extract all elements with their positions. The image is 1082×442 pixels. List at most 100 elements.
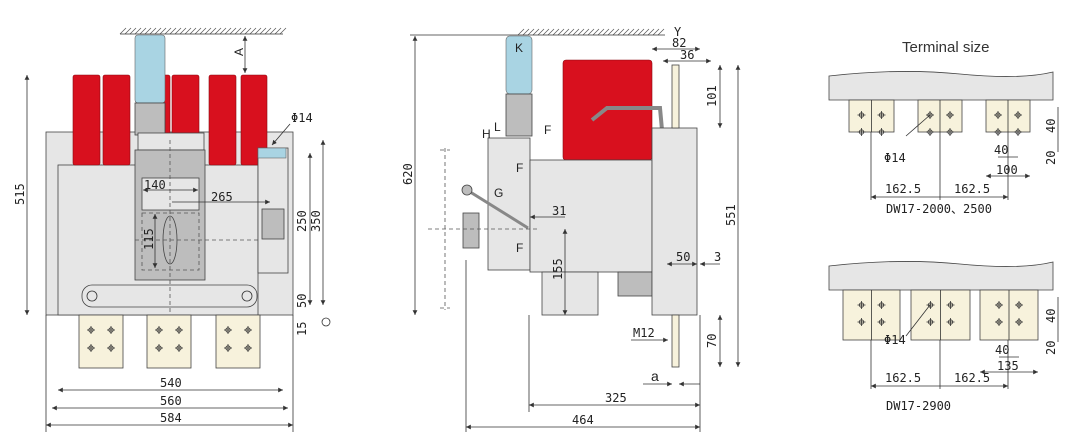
dim-551: 551 [724, 204, 738, 226]
hatch-line [602, 28, 610, 36]
hatch-line [204, 27, 212, 35]
hatch-line [179, 27, 187, 35]
bolt-hole-icon [244, 326, 252, 334]
handle-bracket [137, 132, 205, 151]
dim-50-side: 50 [676, 250, 690, 264]
terminal-c [215, 314, 261, 369]
dim-515: 515 [13, 183, 27, 205]
bolt-hole-icon [87, 344, 95, 352]
hatch-line [194, 27, 202, 35]
terminal-a [78, 314, 124, 369]
dim-50: 50 [295, 294, 309, 308]
rail-screw-left [86, 290, 98, 302]
hatch-line [149, 27, 157, 35]
hatch-line [229, 27, 237, 35]
hatch-line [542, 28, 550, 36]
dim-width: 135 [997, 359, 1019, 373]
dim-pitch-2: 162.5 [954, 182, 990, 196]
dim-82: 82 [672, 36, 686, 50]
letter-F-top: F [544, 123, 551, 137]
dim-edge: 20 [1044, 151, 1058, 165]
hatch-line [214, 27, 222, 35]
bolt-hole-icon [926, 318, 935, 326]
hatch-line [582, 28, 590, 36]
hatch-line [652, 28, 660, 36]
pole-5 [208, 74, 237, 166]
dim-464: 464 [572, 413, 594, 427]
bolt-hole-icon [244, 344, 252, 352]
dim-31: 31 [552, 204, 566, 218]
hatch-line [269, 27, 277, 35]
hatch-line [134, 27, 142, 35]
bolt-hole-icon [1015, 318, 1023, 326]
bolt-hole-icon [87, 326, 95, 334]
bolt-hole-icon [877, 128, 886, 136]
hatch-line [637, 28, 645, 36]
dim-36: 36 [680, 48, 694, 62]
dim-584: 584 [160, 411, 182, 425]
dim-width: 100 [996, 163, 1018, 177]
hatch-line [607, 28, 615, 36]
leader-phi14 [905, 304, 931, 337]
breaker-body [529, 159, 653, 273]
hatch-line [577, 28, 585, 36]
handle-blue [134, 34, 166, 104]
dim-620: 620 [401, 163, 415, 185]
letter-K: K [515, 41, 523, 55]
dim-250: 250 [295, 210, 309, 232]
dim-70: 70 [705, 334, 719, 348]
dim-101: 101 [705, 85, 719, 107]
hatch-line [254, 27, 262, 35]
dim-155: 155 [551, 258, 565, 280]
hatch-line [657, 28, 665, 36]
bolt-hole-icon [107, 326, 115, 334]
dim-hole-spacing: 40 [994, 143, 1008, 157]
bolt-hole-icon [857, 318, 866, 326]
hatch-line [547, 28, 555, 36]
bolt-hole-icon [946, 128, 954, 136]
letter-H: H [482, 127, 491, 141]
letter-F-mid: F [516, 161, 523, 175]
bolt-hole-icon [1014, 111, 1022, 119]
hatch-line [592, 28, 600, 36]
terminal-size-title: Terminal size [902, 39, 990, 56]
hatch-line [199, 27, 207, 35]
hatch-line [244, 27, 252, 35]
nameplate [141, 177, 200, 211]
hatch-line [612, 28, 620, 36]
hatch-line [632, 28, 640, 36]
model-name: DW17-2000、2500 [886, 202, 992, 216]
hatch-line [642, 28, 650, 36]
letter-G: G [494, 186, 503, 200]
hatch-line [617, 28, 625, 36]
hatch-line [209, 27, 217, 35]
hatch-line [144, 27, 152, 35]
hatch-line [517, 28, 525, 36]
bolt-hole-icon [994, 111, 1002, 119]
bolt-hole-icon [155, 326, 163, 334]
dim-phi14: Φ14 [884, 333, 906, 347]
handwheel-hub [462, 212, 480, 249]
hatch-line [189, 27, 197, 35]
dim-265: 265 [211, 190, 233, 204]
bolt-hole-icon [107, 344, 115, 352]
bolt-hole-icon [995, 301, 1003, 309]
ceiling-hatch [517, 28, 665, 36]
busbar-top [671, 64, 680, 129]
dim-3: 3 [714, 250, 721, 264]
lower-module [541, 271, 599, 316]
bolt-hole-icon [1014, 128, 1022, 136]
hatch-line [184, 27, 192, 35]
hatch-line [159, 27, 167, 35]
bolt-hole-icon [175, 344, 183, 352]
hatch-line [522, 28, 530, 36]
hatch-line [567, 28, 575, 36]
pole-1 [72, 74, 101, 166]
dim-M12: M12 [633, 326, 655, 340]
busbar-body [828, 261, 1054, 291]
dim-vert-spacing: 40 [1044, 119, 1058, 133]
dim-560: 560 [160, 394, 182, 408]
bolt-hole-icon [995, 318, 1003, 326]
hatch-line [129, 27, 137, 35]
dim-hole-spacing: 40 [995, 343, 1009, 357]
